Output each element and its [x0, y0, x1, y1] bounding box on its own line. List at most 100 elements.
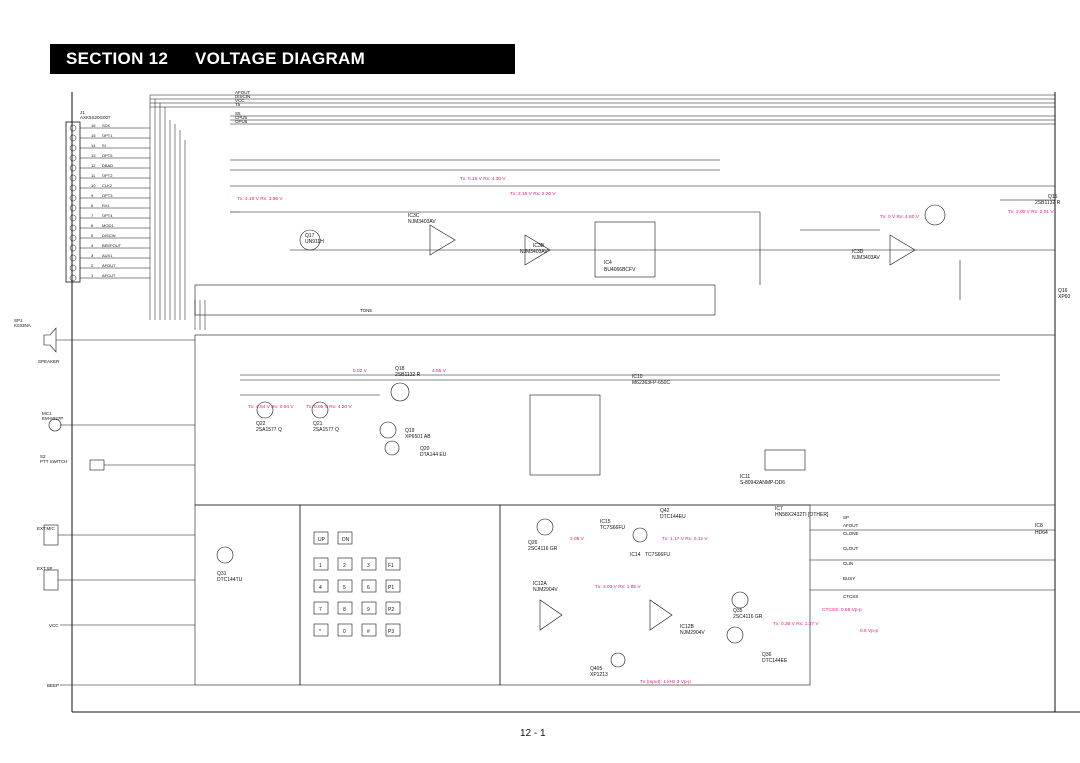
audio-section-upper — [194, 199, 1055, 316]
ic10-part: M62363FP-650C — [632, 380, 670, 386]
j1-pin-num: 4 — [91, 243, 94, 248]
voltage-note: Tx: 0.16 V Rx: 4.30 V — [460, 176, 506, 182]
j1-pin-name: OPT4 — [102, 213, 113, 218]
signal-afout-label: AFOUT — [843, 523, 859, 528]
bus-label-vcc: VCC — [235, 98, 245, 103]
q20-ref: Q20 — [420, 446, 430, 452]
key-label: # — [367, 629, 370, 635]
side-key-label: UP — [318, 537, 326, 543]
left-io-labels: SP1 K033NA SPEAKER MC1 EM-6027P S2 PTT S… — [14, 318, 67, 688]
voltage-note: Tx: 0 V Rx: 4.60 V — [880, 214, 920, 220]
j1-ref: J1 — [80, 110, 85, 115]
j1-pin-name: AUX1 — [102, 253, 113, 258]
signal-labels: SP AFOUT CLONE CLOUT CLIN BUSY CTCSS TON… — [360, 308, 859, 599]
ic3b-part: NJM3403AV — [520, 249, 548, 255]
ic4-part: BU4066BCFV — [604, 267, 636, 273]
connector-j1: J1 AXK5S20G007 16 SCK 15 OPT1 14 SI 13 O… — [65, 110, 150, 283]
bus-label-opu5: OPU5 — [235, 119, 248, 124]
ptt-ref: S2 — [40, 454, 46, 459]
q42-ref: Q42 — [660, 508, 670, 514]
signal-busy-label: BUSY — [843, 576, 855, 581]
key-label: 2 — [343, 563, 346, 569]
speaker-label: SPEAKER — [38, 359, 60, 364]
j1-pin-name: DISCIN — [102, 233, 116, 238]
voltage-note: Tx: 2.00 V Rx: 2.01 V — [1008, 209, 1054, 215]
voltage-note: Tx: 4.94 V Rx: 0.94 V — [248, 404, 294, 410]
q18-part: 2SB1132 R — [395, 372, 421, 378]
j1-pin-num: 7 — [91, 213, 94, 218]
side-key-label: P3 — [388, 629, 394, 635]
voltage-note: Tx (Input): 1 kHz 3 Vp-p — [640, 679, 691, 685]
side-key-label: F1 — [388, 563, 394, 569]
q405-part: XP1213 — [590, 672, 608, 678]
upper-component-labels: IC3C NJM3403AV IC3B NJM3403AV IC4 BU4066… — [305, 194, 1070, 300]
signal-sp-label: SP — [843, 515, 849, 520]
ic14-part: TC7S66FU — [645, 552, 670, 558]
q35-ref: Q35 — [733, 608, 743, 614]
bus-label-cpu5: CPU5 — [235, 115, 248, 120]
bus-label-discin: DISCIN — [235, 94, 250, 99]
ic12a-ref: IC12A — [533, 581, 548, 587]
j1-pin-name: CLK2 — [102, 183, 113, 188]
q16-part: XP60 — [1058, 294, 1070, 300]
ic3d-ref: IC3D — [852, 249, 864, 255]
vcc-label: VCC — [49, 623, 59, 628]
q26-ref: Q26 — [528, 540, 538, 546]
section-number: SECTION 12 — [66, 49, 169, 68]
j1-pin-num: 10 — [91, 183, 96, 188]
key-label: 1 — [319, 563, 322, 569]
q20-part: DTA144 EU — [420, 452, 447, 458]
signal-tone-label: TONE — [360, 308, 372, 313]
voltage-note: Tx: 4.19 V Rx: 3.86 V — [237, 196, 283, 202]
ic15-part: TC7S66FU — [600, 525, 625, 531]
key-label: 0 — [343, 629, 346, 635]
key-label: * — [319, 629, 321, 635]
ic12b-part: NJM2904V — [680, 630, 705, 636]
lower-component-labels: Q31 DTC144TU Q26 2SC4116 GR IC15 TC7S66F… — [217, 508, 788, 678]
j1-pin-num: 14 — [91, 143, 96, 148]
q405-ref: Q405 — [590, 666, 602, 672]
ptt-label: PTT SWITCH — [40, 459, 67, 464]
q19-ref: Q19 — [405, 428, 415, 434]
q19-part: XP6501 AB — [405, 434, 431, 440]
j1-pin-name: MOD1 — [102, 223, 114, 228]
ic15-ref: IC15 — [600, 519, 611, 525]
j1-pin-name: DBAD — [102, 163, 113, 168]
j1-pin-name: RX1 — [102, 203, 111, 208]
side-key-label: DN — [342, 537, 350, 543]
ic3b-ref: IC3B — [533, 243, 545, 249]
q22-ref: Q22 — [256, 421, 266, 427]
q26-part: 2SC4116 GR — [528, 546, 558, 552]
side-key-label: P1 — [388, 585, 394, 591]
side-key-label: P2 — [388, 607, 394, 613]
signal-ctcss-label: CTCSS — [843, 594, 858, 599]
ic7-part: HN58X2432TI [OTHER] — [775, 512, 829, 518]
j1-pin-num: 16 — [91, 123, 96, 128]
q18-ref: Q18 — [395, 366, 405, 372]
q35-part: 2SC4116 GR — [733, 614, 763, 620]
page-number: 12 - 1 — [520, 728, 546, 739]
section-title: VOLTAGE DIAGRAM — [195, 49, 366, 68]
q36-part: DTC144EE — [762, 658, 788, 664]
key-label: 5 — [343, 585, 346, 591]
middle-section — [194, 334, 1056, 506]
q21-part: 2SA1577 Q — [313, 427, 339, 433]
j1-pin-name: BEEPOUT — [102, 243, 122, 248]
j1-pin-name: AFCUT — [102, 273, 116, 278]
left-io-devices — [43, 327, 195, 686]
j1-pin-name: AFOUT — [102, 263, 116, 268]
voltage-note: Tx: 1.17 V Rx: 0.12 V — [662, 536, 708, 542]
schematic-frame — [71, 92, 1080, 713]
q21-ref: Q21 — [313, 421, 323, 427]
j1-pin-num: 6 — [91, 223, 94, 228]
ext-sp-label: EXT.SP — [37, 566, 53, 571]
j1-pin-name: SCK — [102, 123, 111, 128]
voltage-note: Tx: 0.05 V Rx: 4.20 V — [306, 404, 352, 410]
ic8-ref: IC8 — [1035, 523, 1043, 529]
keypad-labels: UP DN 1 2 3 F1 4 5 6 P1 7 8 9 P2 * 0 # P… — [318, 537, 394, 635]
vertical-bus-lines — [149, 95, 206, 330]
speaker-ref: SP1 — [14, 318, 23, 323]
ic3d-part: NJM3403AV — [852, 255, 880, 261]
j1-pin-num: 1 — [91, 273, 94, 278]
voltage-note: 5.02 V — [353, 368, 368, 374]
